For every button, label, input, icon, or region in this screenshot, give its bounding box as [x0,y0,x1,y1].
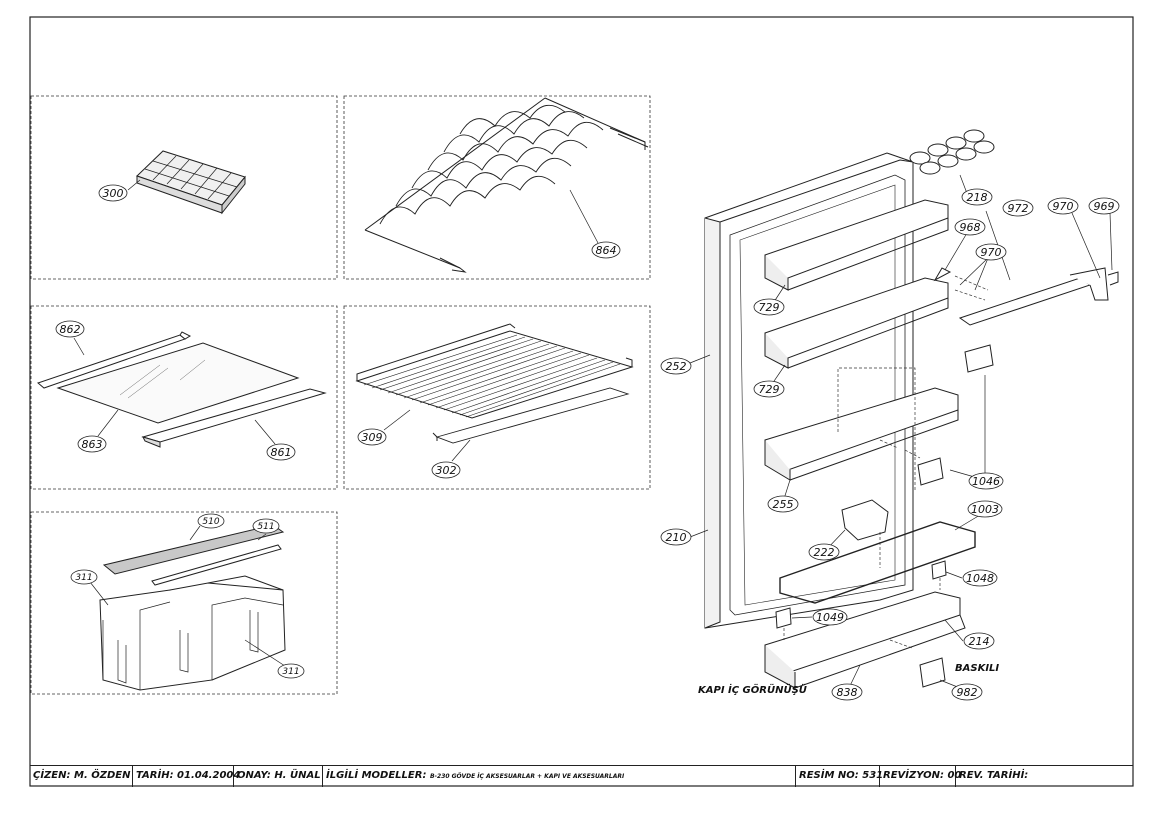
panel-frames [30,95,651,695]
drawing-number: RESİM NO: 531 [796,766,883,787]
printed-caption: BASKILI [955,663,999,674]
part-label-311a: 311 [70,569,98,585]
part-label-861: 861 [266,443,296,461]
part-label-218: 218 [961,188,993,206]
svg-text:970: 970 [981,246,1002,259]
door-inner-view-caption: KAPI İÇ GÖRÜNÜŞÜ [698,682,807,696]
svg-text:861: 861 [271,446,292,459]
part-label-970-mid: 970 [975,243,1007,261]
svg-text:1048: 1048 [966,572,994,585]
svg-text:309: 309 [362,431,383,444]
sheet-border [29,16,1134,787]
svg-text:864: 864 [596,244,617,257]
svg-text:729: 729 [759,301,780,314]
svg-text:210: 210 [666,531,687,544]
svg-text:510: 510 [202,517,219,527]
ice-tray-drawing [136,150,246,215]
part-label-311b: 311 [277,663,305,679]
svg-text:982: 982 [957,686,978,699]
svg-text:302: 302 [436,464,457,477]
part-label-863: 863 [77,435,107,453]
part-label-210: 210 [660,528,692,546]
svg-text:311: 311 [282,667,299,677]
bottle-rack-drawing [364,97,649,273]
svg-text:1049: 1049 [816,611,844,624]
part-label-972: 972 [1002,199,1034,217]
part-label-214: 214 [963,632,995,650]
revision-number: REVİZYON: 00 [880,766,961,787]
part-label-1048: 1048 [962,569,998,587]
part-label-862: 862 [55,320,85,338]
svg-text:969: 969 [1094,200,1115,213]
drawn-by: ÇİZEN: M. ÖZDEN [30,766,133,787]
part-label-1003: 1003 [967,500,1003,518]
approved-by: ONAY: H. ÜNAL [234,766,323,787]
part-label-1046: 1046 [968,472,1004,490]
svg-text:1003: 1003 [971,503,999,516]
part-label-982: 982 [951,683,983,701]
part-label-511: 511 [252,518,280,534]
svg-text:255: 255 [773,498,794,511]
svg-text:252: 252 [666,360,687,373]
svg-text:1046: 1046 [972,475,1000,488]
part-label-302: 302 [431,461,461,479]
door-drawing [704,129,1119,689]
svg-text:214: 214 [969,635,990,648]
part-label-300: 300 [98,184,128,202]
glass-shelf-drawing [36,331,327,448]
svg-text:218: 218 [967,191,988,204]
svg-text:838: 838 [837,686,858,699]
crisper-drawing [99,524,286,691]
part-label-864: 864 [591,241,621,259]
part-label-309: 309 [357,428,387,446]
part-label-1049: 1049 [812,608,848,626]
part-label-255: 255 [767,495,799,513]
related-models: İLGİLİ MODELLER: B-230 GÖVDE İÇ AKSESUAR… [323,766,796,787]
svg-text:968: 968 [960,221,981,234]
svg-text:311: 311 [75,573,92,583]
title-block: ÇİZEN: M. ÖZDEN TARİH: 01.04.2004 ONAY: … [30,765,1133,787]
related-models-label: İLGİLİ MODELLER: [326,770,427,781]
svg-text:300: 300 [103,187,124,200]
svg-text:222: 222 [814,546,835,559]
assembly-lines [783,275,989,649]
svg-text:729: 729 [759,383,780,396]
drawing-date: TARİH: 01.04.2004 [133,766,240,787]
part-label-969: 969 [1088,197,1120,215]
wire-shelf-drawing [355,323,634,444]
part-label-729-top: 729 [753,298,785,316]
part-label-838: 838 [831,683,863,701]
part-label-729-mid: 729 [753,380,785,398]
svg-text:511: 511 [257,522,274,532]
svg-text:972: 972 [1008,202,1029,215]
part-label-970-top: 970 [1047,197,1079,215]
revision-date: REV. TARİHİ: [959,770,1029,781]
part-label-222: 222 [808,543,840,561]
part-label-510: 510 [197,513,225,529]
part-label-968: 968 [954,218,986,236]
svg-text:862: 862 [60,323,81,336]
svg-text:863: 863 [82,438,103,451]
part-label-252: 252 [660,357,692,375]
svg-text:970: 970 [1053,200,1074,213]
related-models-value: B-230 GÖVDE İÇ AKSESUARLAR + KAPI VE AKS… [429,773,625,780]
